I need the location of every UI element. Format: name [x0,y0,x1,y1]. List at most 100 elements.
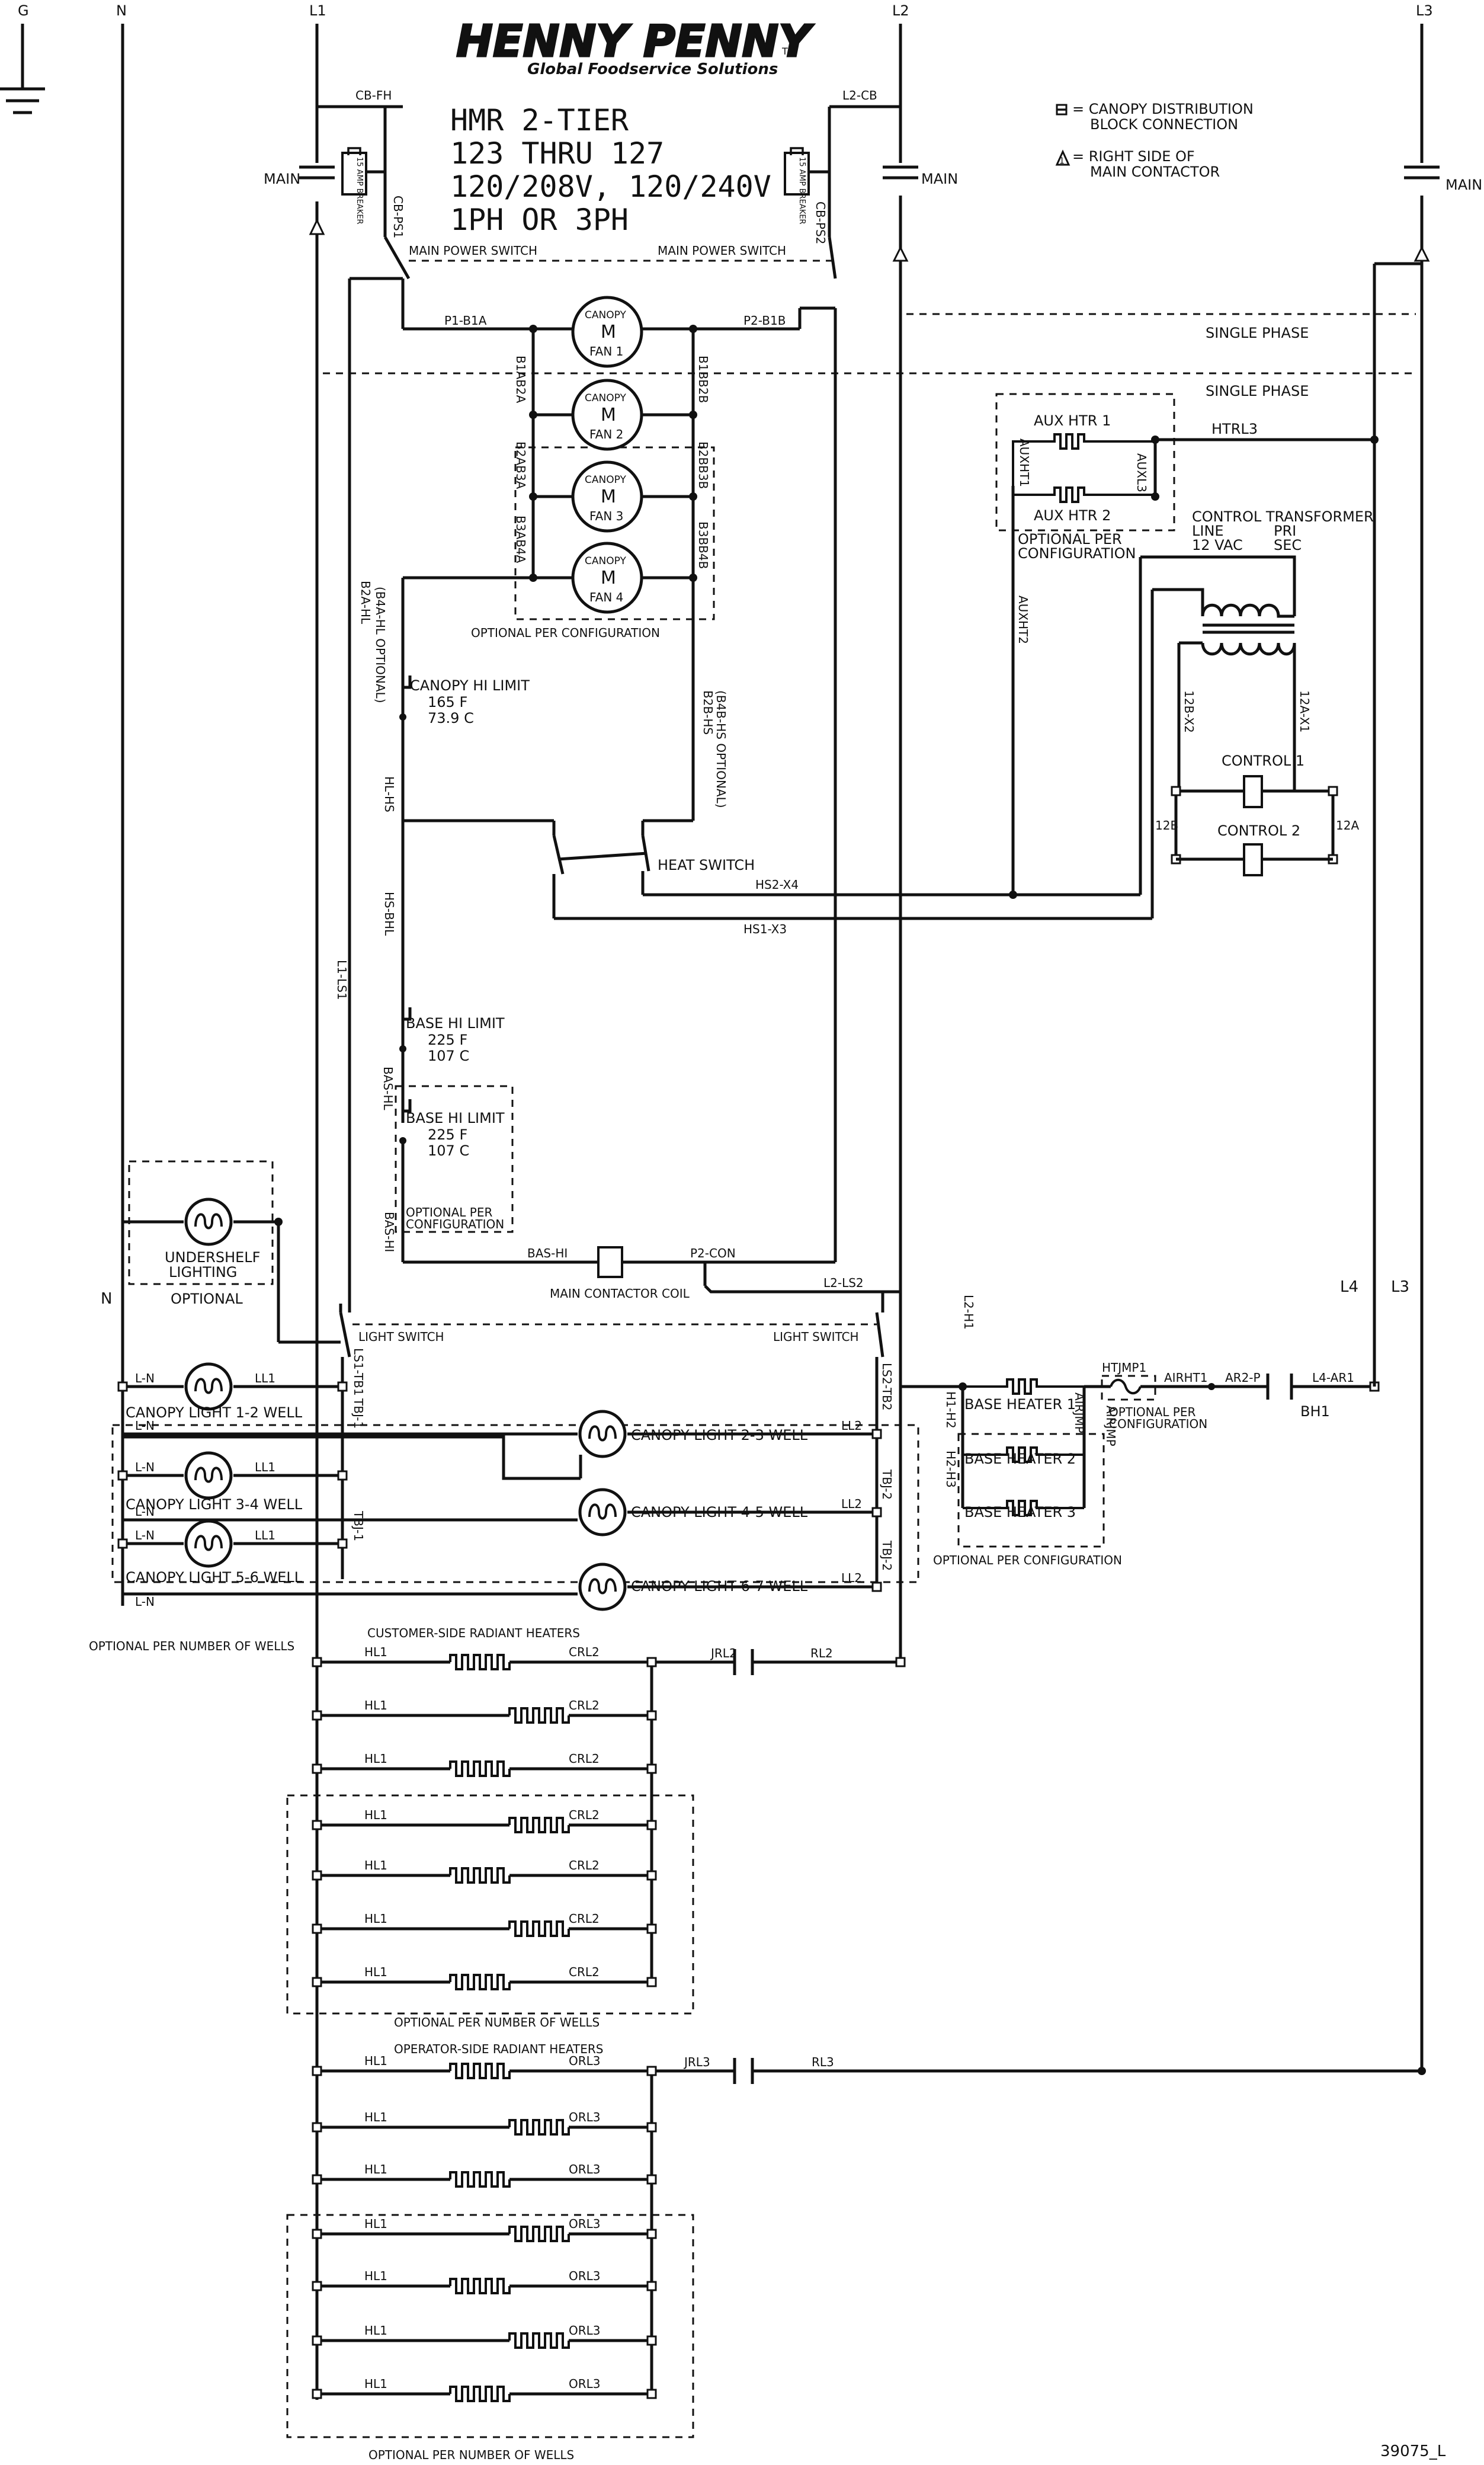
rail-l3: L3 [1416,2,1433,2071]
light-6-7-n: L-N [135,1595,155,1609]
wire-b4a-hl: (B4A-HL OPTIONAL) [373,587,387,703]
wire-tbj1: TBJ-1 [351,1398,366,1429]
wire-hs-bhl: HS-BHL [382,892,396,936]
wire-b1a-b2a: B1AB2A [514,356,528,404]
operator-heater-right-label: ORL3 [569,2162,601,2176]
optional-wells-1: OPTIONAL PER NUMBER OF WELLS [394,2015,600,2029]
operator-heater-left-label: HL1 [364,2269,387,2283]
main-contactor-coil-label: MAIN CONTACTOR COIL [550,1286,690,1301]
wire-rl3: RL3 [812,2055,834,2069]
customer-heater-right-label: CRL2 [569,1912,600,1926]
l2-light-feed: L2-LS2 [703,1262,900,1312]
canopy-hi-limit-label: CANOPY HI LIMIT [410,677,530,694]
canopy-hi-limit: B2A-HL (B4A-HL OPTIONAL) CANOPY HI LIMIT… [358,576,728,821]
fan-1-name: FAN 1 [589,344,623,358]
wire-htrl3: HTRL3 [1211,421,1258,437]
wire-cb-ps1: CB-PS1 [391,196,405,238]
customer-heater-block-right [646,1710,657,1721]
canopy-fan-2: CANOPY M FAN 2 [571,379,643,451]
optional-bhl-1: OPTIONAL PER [406,1205,493,1219]
light-4-5-ll: LL2 [841,1497,862,1511]
wire-b2b-b3b: B2BB3B [696,441,710,489]
undershelf-lighting: UNDERSHELF LIGHTING OPTIONAL N [101,1160,341,1344]
wire-rl2: RL2 [810,1646,833,1660]
light-3-4-n: L-N [135,1460,155,1474]
single-phase-links: SINGLE PHASE SINGLE PHASE [323,313,1416,399]
light-1-2-n: L-N [135,1371,155,1385]
optional-aux-line-2: CONFIGURATION [1018,545,1136,562]
fan-2-m: M [601,405,616,425]
legend-contactor-2: MAIN CONTACTOR [1090,164,1220,180]
aux-htr-1-label: AUX HTR 1 [1034,412,1111,429]
customer-heater-left-label: HL1 [364,1965,387,1979]
base-hi-limit-2-f: 225 F [428,1126,467,1143]
wire-p2-b1b: P2-B1B [743,313,786,328]
rail-l2-label: L2 [892,2,909,19]
operator-heater-block-left [312,2174,322,2185]
fan-3-m: M [601,486,616,507]
aux-heaters: AUX HTR 1 AUX HTR 2 HTRL3 AUXHT1 AUXL3 O… [995,393,1379,895]
light-4-5-name: CANOPY LIGHT 4-5 WELL [631,1504,808,1520]
optional-aux-line-1: OPTIONAL PER [1018,531,1122,548]
wire-12b: 12B [1155,818,1178,833]
wire-htjmp1: HTJMP1 [1102,1360,1146,1375]
control-2-label: CONTROL 2 [1217,822,1300,839]
control-1-label: CONTROL 1 [1222,753,1304,769]
legend: = CANOPY DISTRIBUTION BLOCK CONNECTION 1… [1055,101,1254,180]
wire-auxht2: AUXHT2 [1016,596,1030,644]
main-power-switch: MAIN POWER SWITCH MAIN POWER SWITCH [383,236,837,1262]
rail-g-label: G [18,2,29,19]
wire-tbj1b: TBJ-1 [351,1510,366,1541]
customer-heater-block-right [646,1763,657,1774]
wire-b1b-b2b: B1BB2B [696,356,710,403]
customer-radiant-label: CUSTOMER-SIDE RADIANT HEATERS [367,1626,580,1640]
operator-heater-right-label: ORL3 [569,2054,601,2068]
optional-base-2: CONFIGURATION [1109,1417,1207,1431]
operator-heater-left-label: HL1 [364,2162,387,2176]
undershelf-label-2: LIGHTING [169,1264,237,1280]
customer-heater-right-label: CRL2 [569,1645,600,1659]
operator-heater-block-right [646,2281,657,2291]
base-hi-limit-1-c: 107 C [428,1048,469,1064]
aux-htr-2-label: AUX HTR 2 [1034,507,1111,524]
light-5-6-n: L-N [135,1528,155,1542]
customer-heater-right-label: CRL2 [569,1752,600,1766]
optional-base-3: OPTIONAL PER CONFIGURATION [933,1553,1122,1567]
main-contact-left: MAIN [264,165,335,235]
operator-heater-block-left [312,2122,322,2133]
wire-airht1: AIRHT1 [1164,1371,1207,1385]
brand-logo: HENNY PENNY TM Global Foodservice Soluti… [456,15,815,79]
base-heater-2-label: BASE HEATER 2 [964,1451,1076,1467]
wire-b2a-hl: B2A-HL [358,581,373,625]
wire-ar2-p: AR2-P [1225,1371,1261,1385]
operator-radiant-label: OPERATOR-SIDE RADIANT HEATERS [394,2042,603,2056]
wire-auxht1: AUXHT1 [1017,438,1031,487]
fan-4-top: CANOPY [585,555,626,567]
main-right-label: MAIN [921,171,958,187]
customer-heater-left-label: HL1 [364,1858,387,1872]
wire-jrl3: JRL3 [683,2055,710,2069]
legend-contactor-1: = RIGHT SIDE OF [1072,148,1195,165]
wire-tbj2b: TBJ-2 [880,1540,894,1571]
rail-l3-label: L3 [1416,2,1433,19]
wire-l2-ls2: L2-LS2 [823,1276,864,1290]
wire-airjmp: AIRJMP [1072,1392,1086,1433]
rail-l1: L1 [309,2,403,2400]
ctrl-sec: SEC [1274,537,1302,553]
light-2-3-ll: LL2 [841,1419,862,1433]
fan-3-name: FAN 3 [589,509,623,523]
fan-3-top: CANOPY [585,474,626,486]
customer-heater-block-right [646,1870,657,1881]
logo-tagline: Global Foodservice Solutions [527,60,778,78]
rail-n-label: N [116,2,127,19]
optional-fans-label: OPTIONAL PER CONFIGURATION [471,626,660,640]
breaker-left-label: 15 AMP BREAKER [355,157,364,225]
operator-heater-block-right [646,2066,657,2076]
